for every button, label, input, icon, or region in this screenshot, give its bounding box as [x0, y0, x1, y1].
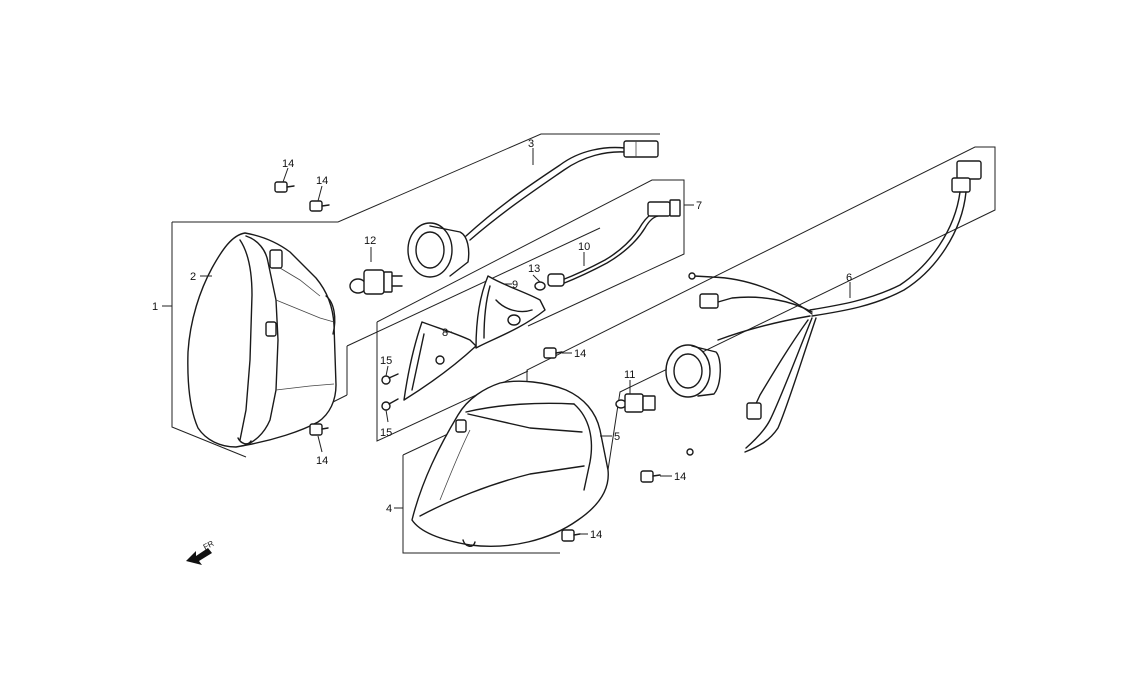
direction-label: FR	[202, 539, 216, 552]
bolt-14-d	[543, 347, 563, 359]
group-boundary-left	[171, 133, 660, 458]
callout-11: 11	[624, 369, 635, 381]
socket-cord-10	[534, 199, 681, 291]
bolt-14-f	[561, 529, 581, 542]
screw-15-lower	[381, 398, 399, 411]
callout-12: 12	[364, 235, 376, 247]
callout-14-f: 14	[590, 529, 602, 541]
bolt-14-c	[309, 423, 329, 436]
arrow-icon	[186, 548, 212, 565]
callout-14-a: 14	[282, 158, 294, 170]
callout-15-b: 15	[380, 427, 392, 439]
callout-14-d: 14	[574, 348, 586, 360]
socket-cord-3	[407, 140, 659, 278]
callout-6: 6	[846, 272, 852, 284]
screw-15-upper	[381, 373, 399, 385]
callout-10: 10	[578, 241, 590, 253]
wire-harness-6	[665, 160, 982, 456]
callout-13: 13	[528, 263, 540, 275]
callout-2: 2	[190, 271, 196, 283]
bulb-11	[615, 393, 656, 413]
front-direction-indicator: FR	[186, 539, 216, 565]
callout-labels: 1 2 3 4 5 6 7 8 9 10 11 12 13 14 14 14 1…	[152, 138, 852, 541]
bulb-12	[349, 269, 403, 295]
callout-14-b: 14	[316, 175, 328, 187]
headlight-assembly-left	[187, 232, 337, 448]
leader-lines	[162, 148, 851, 535]
bolt-14-e	[640, 470, 661, 483]
callout-4: 4	[386, 503, 392, 515]
callout-8: 8	[442, 327, 448, 339]
bolt-14-a	[274, 181, 295, 193]
callout-14-c: 14	[316, 455, 328, 467]
position-light-9	[475, 275, 546, 349]
headlight-assembly-right	[411, 380, 609, 547]
bolt-14-b	[309, 200, 330, 212]
callout-15-a: 15	[380, 355, 392, 367]
position-light-8	[403, 321, 477, 401]
callout-14-e: 14	[674, 471, 686, 483]
callout-3: 3	[528, 138, 534, 150]
callout-5: 5	[614, 431, 620, 443]
callout-1: 1	[152, 301, 158, 313]
callout-7: 7	[696, 200, 702, 212]
callout-9: 9	[512, 279, 518, 291]
